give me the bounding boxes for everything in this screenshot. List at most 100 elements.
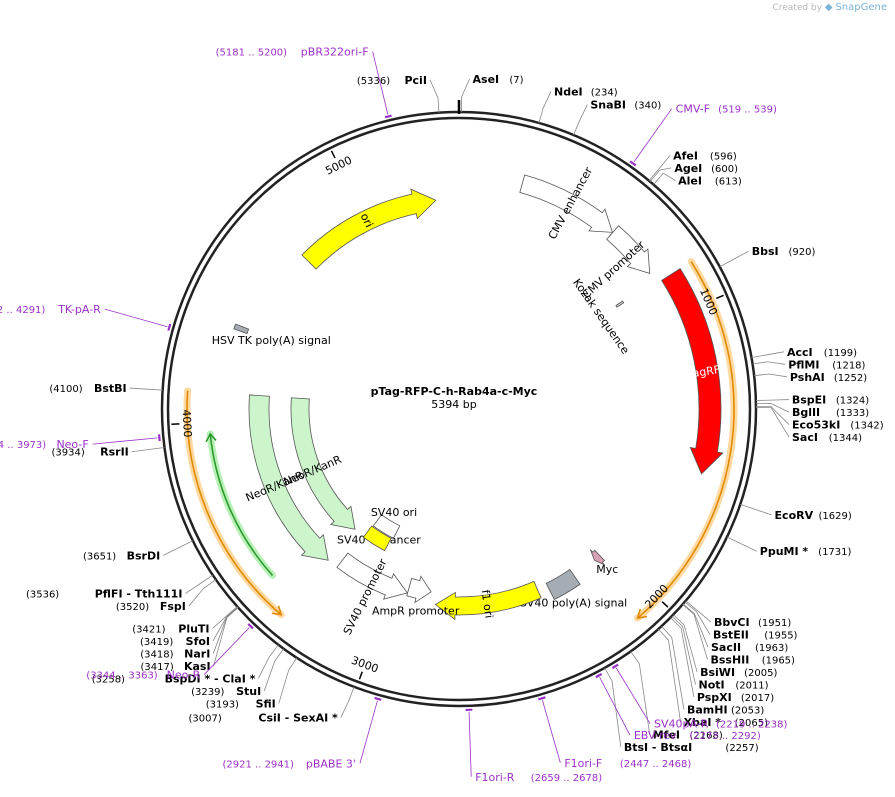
enzyme-leader — [604, 667, 622, 748]
enzyme-position: (596) — [710, 151, 737, 162]
primer-leader — [542, 700, 561, 763]
enzyme-name: PpuMI * — [760, 545, 809, 558]
orf-layer — [183, 258, 738, 622]
enzyme-name: RsrII — [100, 446, 129, 459]
enzyme-position: (1955) — [764, 631, 797, 642]
primer-mark — [167, 323, 172, 331]
primer-range: (3344 .. 3363) — [86, 671, 158, 682]
enzyme-leader — [263, 648, 285, 692]
primer-name: TK-pA-R — [57, 303, 101, 316]
enzyme-name: SacII — [711, 641, 741, 654]
enzyme-name: PciI — [404, 74, 426, 87]
enzyme-position: (3239) — [191, 687, 224, 698]
credit-prefix: Created by — [772, 3, 822, 13]
primer-leader — [633, 108, 673, 162]
enzyme-position: (1951) — [758, 618, 791, 629]
enzyme-name: SacI — [792, 431, 818, 444]
enzyme-leader — [755, 399, 789, 401]
enzyme-leader — [719, 250, 749, 268]
primer-range: (2219 .. 2238) — [716, 720, 788, 731]
enzyme-position: (2065) — [735, 718, 768, 729]
enzyme-position: (3419) — [140, 637, 173, 648]
orf-line — [637, 261, 735, 619]
enzyme-position: (2005) — [744, 668, 777, 679]
enzyme-leader — [671, 615, 696, 685]
enzyme-position: (1252) — [834, 373, 867, 384]
enzyme-position: (1199) — [824, 348, 857, 359]
feature-neor-kanr — [290, 397, 356, 530]
primer-layer: pBR322ori-F(5181 .. 5200)CMV-F(519 .. 53… — [0, 45, 788, 784]
enzyme-name: BsiWI — [700, 666, 735, 679]
feature-label: f1 ori — [478, 589, 495, 619]
enzyme-leader — [278, 657, 298, 704]
enzyme-position: (3258) — [92, 674, 125, 685]
enzyme-name: AseI — [473, 73, 500, 86]
enzyme-position: (340) — [634, 101, 661, 112]
enzyme-position: (3536) — [26, 590, 59, 601]
tick-label: 5000 — [323, 154, 354, 178]
feature-label: HSV TK poly(A) signal — [212, 334, 331, 347]
primer-name: SV40pA-R — [654, 718, 709, 731]
feature-label: ori — [358, 211, 376, 230]
enzyme-name: EcoRV — [775, 509, 814, 522]
tick-mark — [358, 671, 363, 680]
enzyme-leader — [573, 104, 588, 136]
enzyme-name: StuI — [236, 685, 261, 698]
enzyme-leader — [188, 579, 217, 607]
tick-label: 4000 — [180, 409, 194, 438]
enzyme-name: SfoI — [186, 635, 210, 648]
primer-mark — [629, 160, 637, 167]
enzyme-position: (3007) — [189, 714, 222, 725]
enzyme-name: PflMI — [788, 358, 819, 371]
enzyme-leader — [752, 361, 786, 365]
enzyme-name: BspDI * - ClaI * — [165, 672, 256, 685]
enzyme-position: (600) — [711, 164, 738, 175]
feature-sv40-poly-a-signal — [545, 568, 581, 601]
enzyme-position: (1731) — [818, 547, 851, 558]
enzyme-position: (613) — [715, 176, 742, 187]
enzyme-name: SnaBI — [590, 99, 626, 112]
primer-range: (2659 .. 2678) — [531, 773, 603, 784]
feature-label: SV40 poly(A) signal — [520, 597, 627, 610]
enzyme-position: (3651) — [83, 551, 116, 562]
enzyme-leader — [649, 167, 672, 182]
feature-ampr-promoter — [406, 575, 432, 604]
orf-line — [186, 390, 282, 616]
feature-cmv-promoter — [606, 225, 651, 274]
feature-tagrfp — [661, 268, 724, 475]
enzyme-name: AleI — [678, 174, 702, 187]
primer-leader — [599, 677, 631, 736]
orf-arrowhead — [205, 432, 217, 443]
primer-name: pBR322ori-F — [301, 45, 369, 58]
feature-f1-ori — [434, 580, 542, 621]
primer-mark — [157, 434, 161, 442]
enzyme-name: BbvCI — [714, 616, 750, 629]
feature-label: TagRFP — [686, 362, 728, 381]
backbone-inner-strand — [166, 116, 752, 702]
enzyme-position: (1218) — [832, 360, 865, 371]
enzyme-position: (2053) — [731, 706, 764, 717]
enzyme-name: BsrDI — [127, 549, 161, 562]
enzyme-position: (1324) — [836, 396, 869, 407]
enzyme-position: (3193) — [206, 699, 239, 710]
plasmid-name: pTag-RFP-C-h-Rab4a-c-Myc — [371, 385, 538, 398]
primer-leader — [372, 51, 389, 115]
primer-range: (4272 .. 4291) — [0, 305, 45, 316]
enzyme-position: (920) — [789, 247, 816, 258]
feature-sv40-enhancer — [372, 514, 401, 539]
enzyme-leader — [648, 155, 671, 182]
primer-mark — [374, 696, 382, 701]
enzyme-name: NdeI — [554, 86, 583, 99]
primer-range: (5181 .. 5200) — [216, 47, 288, 58]
primer-leader — [92, 437, 158, 445]
orf-line — [209, 433, 274, 576]
enzyme-leader — [684, 601, 711, 635]
primer-range: (2273 .. 2292) — [689, 731, 761, 742]
primer-leader — [203, 627, 250, 675]
tick-label: 3000 — [349, 654, 380, 676]
primer-name: Neo-R — [167, 669, 201, 682]
primer-range: (2921 .. 2941) — [223, 759, 295, 770]
enzyme-leader — [163, 540, 193, 556]
enzyme-name: CsiI - SexAI * — [258, 712, 338, 725]
